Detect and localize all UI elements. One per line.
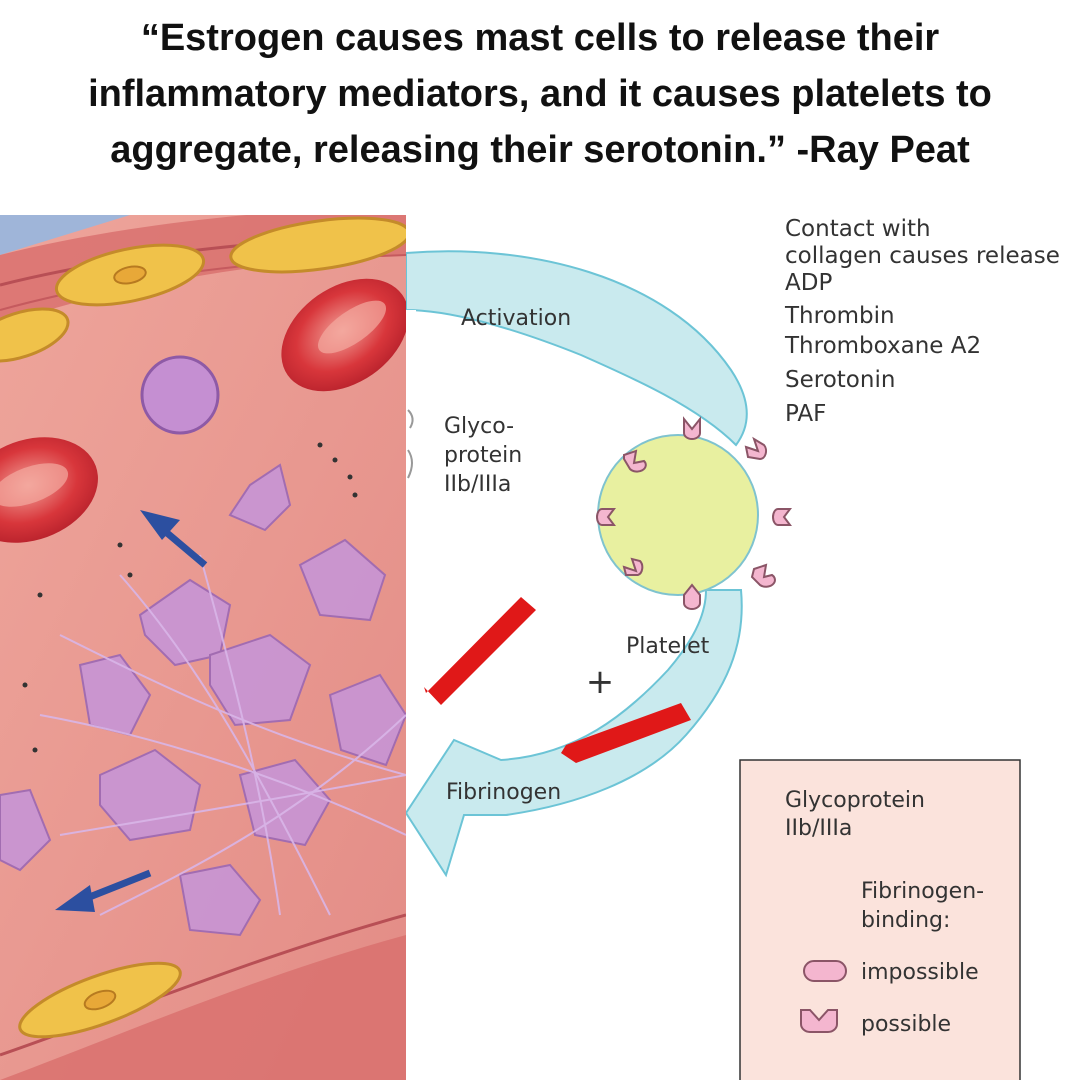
legend-box bbox=[739, 759, 1021, 1085]
vessel-illustration bbox=[0, 215, 406, 1080]
platelet-activation-diagram: + Activation Glyco- protein IIb/IIIa Pla… bbox=[404, 215, 1080, 1085]
rbc-center bbox=[317, 300, 387, 354]
fibrin-strand bbox=[119, 574, 331, 916]
arrow-head bbox=[55, 885, 95, 912]
fibrin-strands bbox=[39, 554, 406, 916]
glycoprotein-label: Glyco- bbox=[444, 414, 514, 439]
fibrin-strand bbox=[59, 774, 406, 836]
fibrin-strand bbox=[59, 634, 406, 776]
diagram-svg: + Activation Glyco- protein IIb/IIIa Pla… bbox=[404, 216, 1060, 1085]
platelet-resting bbox=[140, 355, 220, 435]
release-list-item: collagen causes release bbox=[785, 243, 1060, 269]
release-list-item: Thromboxane A2 bbox=[784, 333, 981, 359]
possible-receptor-icon bbox=[772, 508, 792, 526]
bracket-mark bbox=[407, 449, 413, 479]
granule-dot bbox=[32, 747, 38, 753]
legend-subtitle: binding: bbox=[861, 908, 950, 933]
activated-platelets bbox=[0, 463, 406, 937]
release-list-item: PAF bbox=[785, 401, 826, 427]
possible-receptor-icon bbox=[683, 583, 701, 610]
granule-dot bbox=[352, 492, 358, 498]
platelet-activated bbox=[99, 748, 202, 842]
legend-impossible-label: impossible bbox=[861, 960, 979, 985]
granule-dot bbox=[37, 592, 43, 598]
granule-dot bbox=[317, 442, 323, 448]
granule-dot bbox=[332, 457, 338, 463]
rbc-center bbox=[0, 463, 69, 507]
possible-receptor-icon bbox=[596, 508, 616, 526]
platelet-activated bbox=[178, 863, 262, 937]
platelet-activated bbox=[298, 538, 387, 622]
fibrin-strand bbox=[99, 714, 406, 916]
fibrin-strand bbox=[199, 554, 281, 916]
granule-dot bbox=[347, 474, 353, 480]
impossible-receptor-icon bbox=[803, 960, 847, 982]
possible-receptor-icon bbox=[800, 1009, 838, 1033]
granule-dot bbox=[117, 542, 123, 548]
band-mask bbox=[406, 310, 416, 730]
caption-line: “Estrogen causes mast cells to release t… bbox=[140, 17, 940, 59]
release-list-item: Contact with bbox=[785, 216, 931, 242]
release-list-item: ADP bbox=[785, 270, 832, 296]
release-list-item: Serotonin bbox=[785, 367, 895, 393]
legend-subtitle: Fibrinogen- bbox=[861, 879, 984, 904]
platelet-cell bbox=[597, 434, 759, 596]
legend-title: IIb/IIIa bbox=[785, 816, 852, 841]
granule-dot bbox=[127, 572, 133, 578]
fibrinogen-molecule bbox=[561, 703, 691, 763]
cell-nucleus bbox=[113, 265, 147, 285]
activation-arrow-top bbox=[405, 250, 748, 447]
vessel-wall-bottom bbox=[0, 935, 406, 1080]
fibrin-strand bbox=[39, 714, 406, 836]
caption-line: aggregate, releasing their serotonin.” -… bbox=[110, 129, 970, 171]
plus-sign: + bbox=[586, 662, 615, 702]
possible-receptor-icon bbox=[683, 416, 701, 440]
fibrinogen-label: Fibrinogen bbox=[446, 780, 561, 805]
blue-arrow-icon bbox=[140, 510, 208, 568]
impossible-receptor-icon bbox=[622, 557, 644, 576]
vessel-illustration-svg bbox=[0, 215, 406, 1080]
legend-title: Glycoprotein bbox=[785, 788, 925, 813]
bracket-mark bbox=[407, 409, 414, 429]
endothelial-cell bbox=[0, 307, 70, 363]
arrow-head bbox=[140, 510, 180, 540]
legend-possible-label: possible bbox=[861, 1012, 951, 1037]
granule-dots bbox=[22, 442, 358, 753]
vessel-exterior bbox=[0, 215, 130, 255]
arrow-shaft bbox=[80, 869, 152, 904]
impossible-receptor-icon bbox=[750, 563, 776, 588]
release-list-item: Thrombin bbox=[784, 303, 895, 329]
caption-line: inflammatory mediators, and it causes pl… bbox=[88, 73, 992, 115]
cell-nucleus bbox=[83, 989, 117, 1011]
platelet-activated bbox=[238, 758, 332, 847]
platelet-activated bbox=[78, 653, 152, 737]
platelet-activated bbox=[328, 673, 406, 767]
endothelial-cell bbox=[229, 216, 406, 274]
glycoprotein-label: IIb/IIIa bbox=[444, 472, 511, 497]
receptor-ring bbox=[596, 416, 792, 610]
blue-arrow-icon bbox=[55, 869, 152, 912]
glycoprotein-label: protein bbox=[444, 443, 522, 468]
platelet-activated bbox=[209, 633, 312, 727]
granule-dot bbox=[22, 682, 28, 688]
impossible-receptor-icon bbox=[623, 449, 647, 473]
activation-label: Activation bbox=[461, 306, 571, 331]
platelet-activated bbox=[228, 463, 292, 532]
platelet-activated bbox=[0, 788, 52, 872]
platelet-label: Platelet bbox=[626, 634, 710, 659]
fibrinogen-arrow-bottom bbox=[404, 589, 743, 878]
fibrinogen-molecule bbox=[424, 597, 536, 705]
impossible-receptor-icon bbox=[744, 436, 768, 461]
caption: “Estrogen causes mast cells to release t… bbox=[0, 10, 1080, 178]
